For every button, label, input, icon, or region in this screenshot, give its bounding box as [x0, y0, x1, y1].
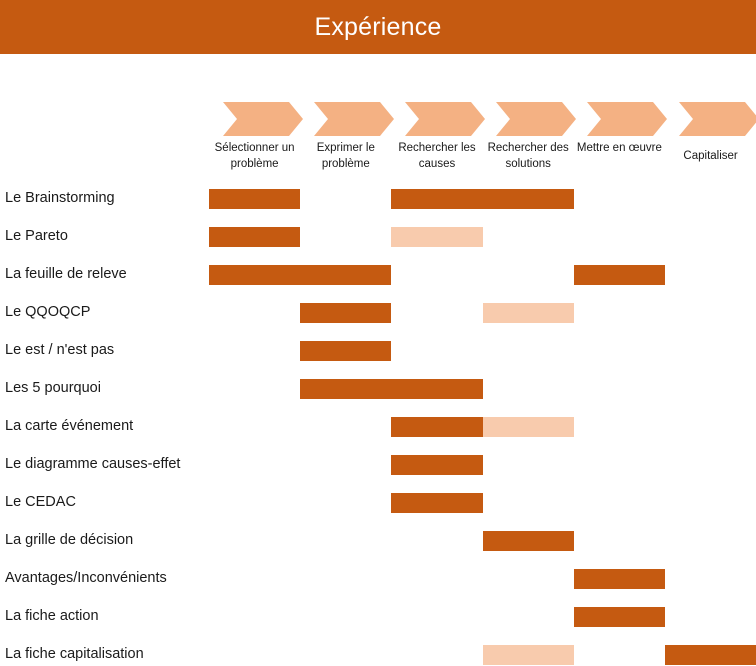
- step-label-5: Mettre en œuvre: [576, 142, 662, 154]
- step-label-4: Rechercher des solutions: [487, 142, 569, 170]
- page-title: Expérience: [314, 12, 442, 41]
- step-chevron-5: [587, 102, 668, 136]
- tool-usage-bar-strong: [665, 645, 756, 665]
- tool-label: La fiche action: [5, 608, 99, 624]
- tool-label: Le CEDAC: [5, 494, 76, 510]
- step-chevron-1: [222, 102, 303, 136]
- step-label-3: Rechercher les causes: [398, 142, 476, 170]
- tool-usage-bar-strong: [573, 265, 665, 285]
- tool-label: Le Pareto: [5, 228, 68, 244]
- tool-usage-bar-light: [391, 227, 483, 247]
- tool-usage-bar-light: [482, 303, 574, 323]
- step-label-6: Capitaliser: [683, 150, 738, 162]
- tool-usage-bar-strong: [300, 379, 483, 399]
- tool-label: La grille de décision: [5, 532, 134, 548]
- tool-usage-bar-strong: [209, 227, 301, 247]
- tool-usage-bar-strong: [482, 531, 574, 551]
- tool-usage-bar-strong: [391, 493, 483, 513]
- tool-usage-bar-strong: [573, 607, 665, 627]
- step-chevron-6: [678, 102, 756, 136]
- tool-label: Le Brainstorming: [5, 190, 115, 206]
- step-chevron-3: [405, 102, 485, 136]
- tool-label: La fiche capitalisation: [5, 646, 144, 662]
- tool-usage-bar-strong: [391, 189, 574, 209]
- tool-usage-bar-strong: [300, 341, 392, 361]
- tool-usage-bar-light: [482, 645, 574, 665]
- tool-usage-bar-strong: [209, 189, 301, 209]
- step-label-2: Exprimer le problème: [316, 142, 375, 170]
- step-chevron-4: [496, 102, 577, 136]
- tool-usage-bar-light: [482, 417, 574, 437]
- tool-label: Le est / n'est pas: [5, 342, 115, 358]
- tool-usage-bar-strong: [209, 265, 392, 285]
- step-chevron-2: [313, 102, 394, 136]
- tool-label: La carte événement: [5, 418, 134, 434]
- tool-usage-bar-strong: [573, 569, 665, 589]
- step-label-1: Sélectionner un problème: [214, 142, 295, 170]
- page-title-bar: Expérience: [0, 0, 756, 54]
- tool-label: Le diagramme causes-effet: [5, 456, 181, 472]
- tool-label: Les 5 pourquoi: [5, 380, 101, 396]
- tool-usage-bar-strong: [391, 455, 483, 475]
- tool-label: Le QQOQCP: [5, 304, 91, 320]
- tool-usage-bar-strong: [391, 417, 483, 437]
- tool-label: La feuille de releve: [5, 266, 127, 282]
- tool-usage-bar-strong: [300, 303, 392, 323]
- tool-label: Avantages/Inconvénients: [5, 570, 167, 586]
